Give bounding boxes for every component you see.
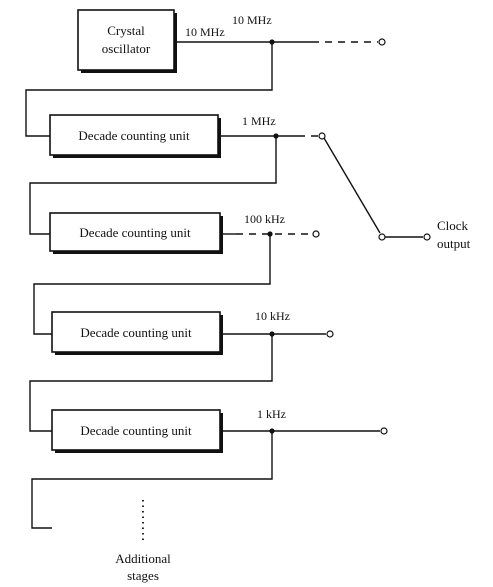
decade-unit-3-label: Decade counting unit	[80, 325, 192, 340]
stage-2-output-terminal	[312, 230, 320, 238]
stage-4-output-terminal	[380, 427, 388, 435]
feed-wire-stage-3	[33, 234, 271, 335]
decade-counting-unit-3: Decade counting unit	[51, 311, 223, 355]
output-label-1mhz: 1 MHz	[242, 114, 276, 128]
feed-wire-stage-2	[29, 136, 277, 235]
decade-counting-unit-2: Decade counting unit	[49, 212, 223, 254]
stage-3-output-terminal	[326, 330, 334, 338]
decade-unit-1-label: Decade counting unit	[78, 128, 190, 143]
feed-wire-additional-stages	[31, 431, 273, 529]
clock-selector-switch-arm	[323, 137, 381, 234]
oscillator-output-label-b: 10 MHz	[232, 13, 272, 27]
selector-pivot-terminal	[378, 233, 386, 241]
clock-output-terminal	[423, 233, 431, 241]
additional-stages-label-line1: Additional	[115, 551, 171, 566]
decade-counting-unit-4: Decade counting unit	[51, 409, 223, 453]
feed-wire-stage-1	[25, 42, 273, 137]
decade-unit-2-label: Decade counting unit	[79, 225, 191, 240]
feed-wire-stage-4	[29, 334, 273, 432]
output-label-10khz: 10 kHz	[255, 309, 290, 323]
oscillator-label-line1: Crystal	[107, 23, 145, 38]
decade-counting-unit-1: Decade counting unit	[49, 114, 221, 158]
oscillator-output-label-a: 10 MHz	[185, 25, 225, 39]
oscillator-label-line2: oscillator	[102, 41, 151, 56]
crystal-oscillator: Crystal oscillator	[77, 9, 177, 73]
clock-output-label-line1: Clock	[437, 218, 469, 233]
additional-stages-label-line2: stages	[127, 568, 159, 583]
oscillator-output-terminal	[378, 38, 386, 46]
clock-output-label-line2: output	[437, 236, 471, 251]
output-label-100khz: 100 kHz	[244, 212, 285, 226]
output-label-1khz: 1 kHz	[257, 407, 286, 421]
stage-1-output-terminal	[318, 132, 326, 140]
decade-unit-4-label: Decade counting unit	[80, 423, 192, 438]
